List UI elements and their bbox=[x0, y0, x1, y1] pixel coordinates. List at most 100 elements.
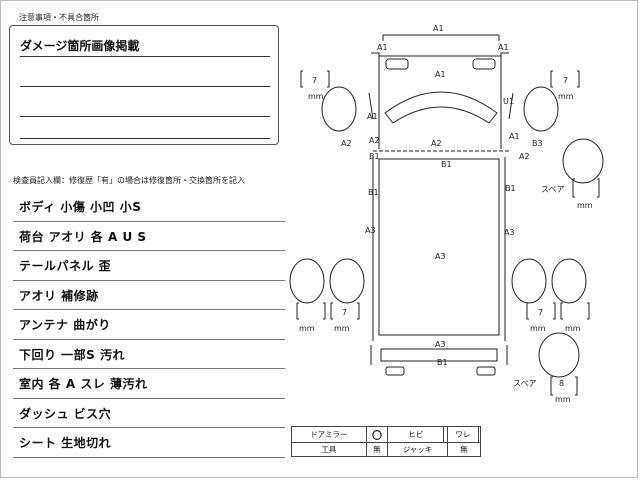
tire-rear-right-inner bbox=[511, 258, 547, 304]
code-b1: B1 bbox=[368, 188, 379, 197]
bracket-spare-upper bbox=[572, 178, 600, 198]
code-a1: A1 bbox=[498, 43, 509, 52]
code-b3: B3 bbox=[532, 139, 543, 148]
spare-unit: mm bbox=[577, 201, 593, 210]
tire-unit: mm bbox=[299, 324, 315, 333]
tire-depth-rear-right: 7 bbox=[538, 308, 543, 317]
cab-corner-marks bbox=[371, 52, 509, 65]
notice-line bbox=[20, 138, 270, 139]
spare-unit: mm bbox=[555, 395, 571, 404]
tire-rear-left-inner bbox=[329, 258, 365, 304]
damage-item: 室内 各 A スレ 薄汚れ bbox=[19, 377, 148, 391]
split-value bbox=[478, 426, 481, 443]
tire-rear-left-outer bbox=[289, 258, 325, 304]
tire-unit: mm bbox=[565, 324, 581, 333]
tire-rear-right-outer bbox=[551, 258, 587, 304]
bracket-rear-left-outer bbox=[296, 302, 326, 320]
notice-box: ダメージ箇所画像掲載 bbox=[9, 25, 279, 145]
spare-label: スペア bbox=[513, 379, 536, 388]
damage-item: アオリ 補修跡 bbox=[19, 288, 99, 303]
bracket-rear-right-inner bbox=[526, 302, 556, 320]
spare-depth: 8 bbox=[559, 379, 564, 388]
tire-depth-front-left: 7 bbox=[312, 76, 317, 85]
damage-item: アンテナ 曲がり bbox=[19, 318, 111, 332]
spare-tire-upper bbox=[562, 138, 604, 184]
tire-unit: mm bbox=[558, 92, 574, 101]
damage-row: ボディ 小傷 小凹 小S bbox=[13, 192, 285, 222]
rear-bumper-outline bbox=[380, 348, 498, 362]
code-a1: A1 bbox=[433, 24, 444, 33]
code-b1: B1 bbox=[437, 358, 448, 367]
damage-row: ダッシュ ビス穴 bbox=[13, 399, 285, 428]
jack-label: ジャッキ bbox=[387, 442, 448, 457]
tire-depth-rear-left: 7 bbox=[342, 308, 347, 317]
vehicle-diagram: A1 A1 A1 A1 A1 A1 A2 A2 A2 A2 U1 B3 B1 B… bbox=[289, 24, 604, 404]
tire-unit: mm bbox=[308, 92, 324, 101]
code-a1: A1 bbox=[367, 112, 378, 121]
cargo-bed-outline bbox=[378, 158, 500, 336]
tire-front-left bbox=[321, 86, 357, 132]
jack-value: 無 bbox=[446, 442, 482, 457]
crack-label: ヒビ bbox=[387, 426, 445, 443]
damage-row: アオリ 補修跡 bbox=[13, 281, 285, 310]
damage-item: 荷台 アオリ 各 A U S bbox=[19, 229, 147, 244]
code-a3: A3 bbox=[435, 252, 446, 261]
damage-item: ダッシュ ビス穴 bbox=[19, 406, 112, 421]
damage-row: テールパネル 歪 bbox=[13, 251, 285, 281]
cab-outline bbox=[378, 55, 502, 149]
tire-unit: mm bbox=[334, 324, 350, 333]
taillight-right bbox=[476, 366, 496, 376]
mirror-value: 〇 bbox=[365, 426, 389, 443]
code-a1: A1 bbox=[509, 132, 520, 141]
code-a2: A2 bbox=[341, 139, 352, 148]
damage-row: シート 生地切れ bbox=[13, 428, 285, 458]
taillight-left bbox=[385, 366, 405, 376]
damage-item: 下回り 一部S 汚れ bbox=[19, 347, 125, 362]
code-b1: B1 bbox=[505, 184, 516, 193]
code-b1: B1 bbox=[441, 160, 452, 169]
equipment-table: ドアミラー 〇 ヒビ ワレ 工具 無 ジャッキ 無 bbox=[291, 426, 482, 457]
code-a1: A1 bbox=[435, 70, 446, 79]
rear-marks bbox=[370, 345, 508, 365]
damage-row: アンテナ 曲がり bbox=[13, 310, 285, 340]
damage-item: テールパネル 歪 bbox=[19, 259, 112, 273]
bracket-rear-left-inner bbox=[330, 302, 360, 320]
notice-title: ダメージ箇所画像掲載 bbox=[20, 39, 140, 53]
code-b1: B1 bbox=[369, 152, 380, 161]
bracket-spare-lower bbox=[550, 376, 578, 396]
tire-front-right bbox=[523, 86, 559, 132]
code-a3: A3 bbox=[504, 228, 515, 237]
notice-label: 注意事項・不具合箇所 bbox=[19, 13, 99, 22]
damage-row: 荷台 アオリ 各 A U S bbox=[13, 222, 285, 251]
headlight-left bbox=[385, 58, 409, 70]
bracket-rear-right-outer bbox=[560, 302, 590, 320]
spare-tire-lower bbox=[538, 332, 580, 378]
windshield bbox=[384, 91, 498, 124]
tire-depth-front-right: 7 bbox=[563, 76, 568, 85]
code-a2: A2 bbox=[369, 136, 380, 145]
door-mirror-outline bbox=[368, 92, 514, 120]
inspector-label: 検査員記入欄：修復歴「有」の場合は修復箇所・交換箇所を記入 bbox=[13, 176, 245, 185]
code-a3: A3 bbox=[435, 340, 446, 349]
damage-list: ボディ 小傷 小凹 小S 荷台 アオリ 各 A U S テールパネル 歪 アオリ… bbox=[13, 192, 285, 458]
bracket-front-right bbox=[550, 70, 580, 88]
split-label: ワレ bbox=[446, 426, 480, 443]
damage-item: ボディ 小傷 小凹 小S bbox=[19, 200, 142, 214]
damage-row: 室内 各 A スレ 薄汚れ bbox=[13, 369, 285, 399]
notice-line bbox=[20, 56, 270, 57]
code-a1: A1 bbox=[377, 43, 388, 52]
code-a2: A2 bbox=[519, 152, 530, 161]
code-u1: U1 bbox=[503, 97, 514, 106]
front-bumper-outline bbox=[382, 34, 500, 41]
damage-item: シート 生地切れ bbox=[19, 436, 112, 450]
bracket-front-left bbox=[300, 70, 330, 88]
bed-side-rails bbox=[372, 157, 506, 341]
mirror-label: ドアミラー bbox=[291, 426, 367, 443]
headlight-right bbox=[472, 58, 496, 70]
code-a3: A3 bbox=[365, 226, 376, 235]
notice-line bbox=[20, 86, 270, 87]
damage-row: 下回り 一部S 汚れ bbox=[13, 340, 285, 369]
notice-line bbox=[20, 116, 270, 117]
spare-label: スペア bbox=[541, 185, 564, 194]
